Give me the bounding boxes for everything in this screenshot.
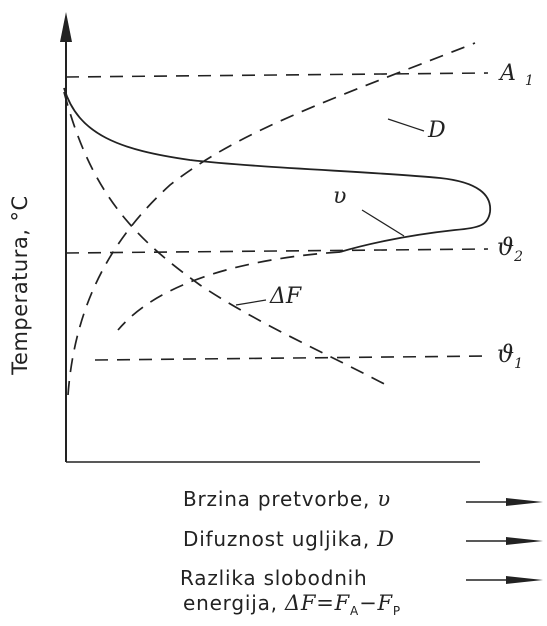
arrow-rate-icon — [466, 498, 543, 506]
label-curve-v: υ — [333, 184, 347, 209]
legend-free-energy: Razlika slobodnih — [180, 566, 368, 590]
label-curve-df: ΔF — [270, 284, 302, 309]
label-theta2: ϑ2 — [497, 233, 524, 265]
leader-d — [387, 118, 425, 132]
arrow-diffusivity-icon — [466, 537, 543, 545]
curve-v — [63, 87, 491, 253]
arrow-free-energy-icon — [466, 576, 543, 584]
y-axis-label-text: Temperatura, °C — [8, 195, 32, 375]
diagram-canvas — [60, 12, 491, 463]
line-a1 — [65, 72, 489, 78]
leader-df — [235, 299, 267, 306]
legend-rate: Brzina pretvorbe, υ — [183, 487, 391, 511]
leader-v — [361, 209, 405, 237]
line-theta2 — [65, 248, 489, 254]
label-theta1: ϑ1 — [497, 340, 524, 372]
curve-v-lower — [117, 251, 341, 331]
legend-diffusivity: Difuznost ugljika, D — [183, 527, 395, 551]
y-axis-arrowhead — [60, 12, 72, 42]
line-theta1 — [94, 355, 491, 361]
curve-d — [67, 42, 476, 396]
label-curve-d: D — [428, 118, 446, 143]
legend-free-energy-formula: energija, ΔF=FA−FP — [183, 591, 401, 618]
curve-df — [63, 91, 391, 388]
